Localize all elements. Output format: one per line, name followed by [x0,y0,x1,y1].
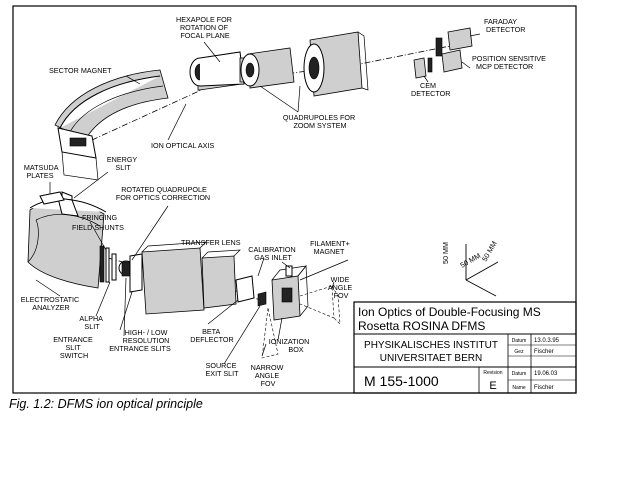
label-alpha-slit: ALPHA SLIT [79,314,104,331]
labels: HEXAPOLE FOR ROTATION OF FOCAL PLANE FAR… [21,15,548,388]
label-position-sensitive: POSITION SENSITIVE MCP DETECTOR [472,54,548,71]
quadrupole-zoom-1 [240,47,295,89]
title-block-row-key-2: Gez [514,349,524,355]
label-scale-vertical: 50 mm [441,242,450,264]
ionization-box [271,265,309,321]
beta-deflector [235,275,255,303]
label-ion-optical-axis: ION OPTICAL AXIS [151,141,214,150]
title-block-row-key-1: Datum [512,338,527,344]
label-matsuda-plates: MATSUDA PLATES [24,163,60,180]
faraday-detector [435,27,473,57]
electrostatic-analyzer [27,197,107,289]
title-block-row-key-4: Name [512,385,526,391]
sector-magnet [54,69,169,181]
label-fringing-shunts: FRINGING FIELD SHUNTS [72,213,124,232]
sector-magnet-gap [69,137,87,147]
label-cem-detector: CEM DETECTOR [411,81,450,98]
leader-lines [35,33,481,365]
label-calibration-gas: CALIBRATION GAS INLET [248,245,297,262]
title-block-row-value-1: 13.0.3.95 [534,338,560,344]
hexapole [189,51,247,91]
label-filament-magnet: FILAMENT+ MAGNET [310,239,352,256]
label-electrostatic-analyzer: ELECTROSTATIC ANALYZER [21,295,81,312]
title-block-row-key-3: Datum [512,371,527,377]
label-source-exit-slit: SOURCE EXIT SLIT [205,361,239,378]
label-energy-slit: ENERGY SLIT [107,155,139,172]
wide-angle-fov [299,285,341,325]
label-entrance-slit-switch: ENTRANCE SLIT SWITCH [53,335,95,360]
label-rotated-quadrupole: ROTATED QUADRUPOLE FOR OPTICS CORRECTION [116,185,210,202]
source-exit-slit [257,291,267,307]
title-block [353,301,577,394]
title-block-row-value-3: 19.06.03 [534,371,558,377]
label-faraday-detector: FARADAY DETECTOR [484,17,525,34]
label-wide-angle-fov: WIDE ANGLE FOV [328,275,354,300]
label-scale-right-up: 50 mm [480,239,499,263]
transfer-lens [141,241,241,315]
rotated-quadrupole [129,253,143,293]
label-beta-deflector: BETA DEFLECTOR [190,327,233,344]
label-scale-right-down: 50 mm [459,251,483,270]
drawing-frame [12,5,577,394]
figure-caption: Fig. 1.2: DFMS ion optical principle [9,397,203,411]
narrow-angle-fov [261,307,279,359]
label-transfer-lens: TRANSFER LENS [181,238,241,247]
title-block-institute-line1: PHYSIKALISCHES INSTITUT [364,340,498,351]
alpha-slit [111,253,117,281]
label-ionization-box: IONIZATION BOX [269,337,312,354]
title-block-revision-label: Revision [483,370,502,376]
title-block-revision-value: E [489,380,496,392]
label-high-low-resolution: HIGH- / LOW RESOLUTION ENTRANCE SLITS [109,328,171,353]
title-block-institute-line2: UNIVERSITAET BERN [380,353,482,364]
label-sector-magnet: SECTOR MAGNET [49,66,112,75]
title-block-title-line2: Rosetta ROSINA DFMS [358,319,485,333]
title-block-title-line1: Ion Optics of Double-Focusing MS [358,305,541,319]
position-sensitive-detector [441,49,463,73]
scale-axes [465,244,499,297]
label-narrow-angle-fov: NARROW ANGLE FOV [251,363,286,388]
label-hexapole: HEXAPOLE FOR ROTATION OF FOCAL PLANE [176,15,234,40]
title-block-row-value-4: Fischer [534,385,554,391]
calibration-gas-inlet [285,265,293,277]
cem-detector [413,57,433,79]
quadrupole-zoom-2 [303,31,369,97]
label-quadrupoles: QUADRUPOLES FOR ZOOM SYSTEM [283,113,357,130]
title-block-drawing-number: M 155-1000 [364,373,439,389]
matsuda-plates [39,191,65,205]
fringing-field-shunts [99,245,110,283]
title-block-row-value-2: Fischer [534,349,554,355]
